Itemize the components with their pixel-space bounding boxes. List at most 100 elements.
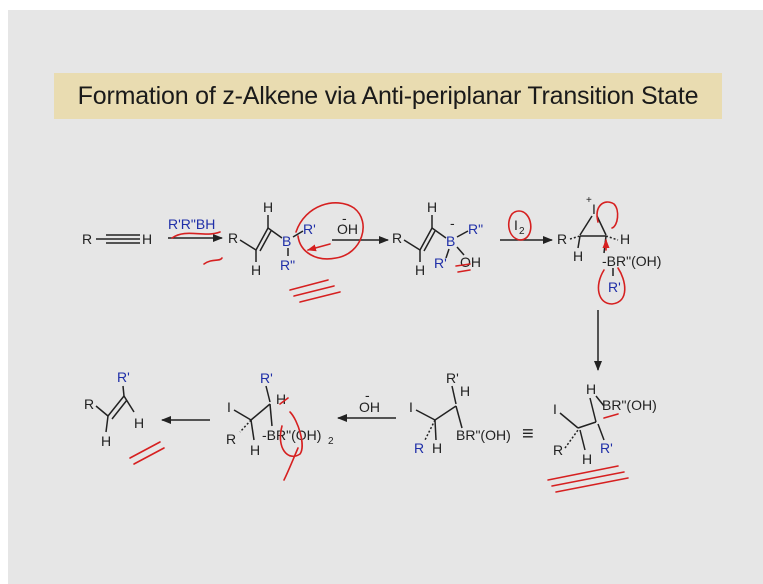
vinylborane-molecule: R H H B R' R": [228, 199, 316, 278]
rotated-conformer-molecule: R' H I BR"(OH) R H: [409, 370, 511, 456]
alkyne-h-label: H: [142, 231, 152, 247]
bc-b-bond: [269, 403, 273, 427]
rc-r1-label: R': [446, 370, 459, 386]
iodonium-molecule: I + R H H -BR"(OH) R': [557, 195, 661, 295]
rc-h-lower: H: [432, 440, 442, 456]
bc-b-subscript: 2: [328, 436, 334, 447]
iodonium-h-bond-right: [605, 235, 619, 241]
arrow-hydroboration: R'R"BH: [168, 216, 223, 242]
alkyne-r-label: R: [82, 231, 92, 247]
bc-i-bond: [233, 409, 252, 421]
borate-h-upper: H: [427, 199, 437, 215]
borate-r1-label: R': [434, 255, 447, 271]
vinylborane-double-bond-a: [255, 227, 269, 251]
bc-r-label: R: [226, 431, 236, 447]
ap-h-top: H: [586, 381, 596, 397]
borate-minus-charge: -: [450, 215, 455, 231]
bc-b-group: -BR"(OH): [262, 427, 321, 443]
bc-h-lower: H: [250, 442, 260, 458]
hydroxide-1-minus: -: [342, 210, 347, 226]
iodonium-r-bond: [569, 235, 581, 240]
red-annotations: [129, 201, 629, 493]
iodonium-r-label: R: [557, 231, 567, 247]
alkene-r1-bond: [122, 385, 125, 397]
annotation-bc-mark: [279, 397, 289, 405]
borate-cb-bond: [431, 227, 447, 239]
annotation-underline-ap: [547, 465, 629, 493]
rc-i-label: I: [409, 399, 413, 415]
vinylborane-cb-bond: [267, 227, 283, 239]
borate-br2-bond: [456, 230, 469, 238]
rc-b-bond: [455, 405, 463, 429]
iodonium-r1-label: R': [608, 279, 621, 295]
rc-h-bond-lower: [434, 419, 437, 441]
borate-r-bond: [403, 239, 421, 251]
rc-i-bond: [415, 409, 436, 421]
borate-double-bond-b: [423, 230, 436, 252]
vinylborane-h-lower: H: [251, 262, 261, 278]
reagent-borane-label: R'R"BH: [168, 216, 215, 232]
vinylborane-h-upper: H: [263, 199, 273, 215]
equivalence-symbol: ≡: [522, 423, 534, 445]
annotation-underline-vinylborane: [289, 279, 341, 303]
hydroxide-1-label: OH: [337, 221, 358, 237]
alkene-r-bond: [95, 405, 109, 417]
ap-r1-bond: [597, 423, 605, 441]
anti-periplanar-molecule: H BR"(OH) I R H R': [553, 381, 657, 467]
iodonium-h-bond-left: [577, 235, 581, 249]
borate-h-lower: H: [415, 262, 425, 278]
bc-r-bond: [239, 419, 252, 433]
ap-r-bond: [564, 429, 579, 449]
alkene-h-lower: H: [101, 433, 111, 449]
z-alkene-molecule: R' R H H: [84, 369, 144, 449]
annotation-ap-mark: [603, 413, 619, 419]
vinylborane-r2-label: R": [280, 257, 295, 273]
borate-r2-label: R": [468, 221, 483, 237]
iodonium-i-c1-bond: [579, 215, 593, 236]
alkene-h-bond-right: [123, 395, 135, 413]
annotation-hydroxide-circle: [295, 201, 364, 260]
annotation-iodine-circle: [507, 210, 532, 241]
borate-oh-bond: [456, 246, 465, 256]
alkene-double-bond-a: [107, 395, 125, 417]
vinylborane-b-label: B: [282, 233, 291, 249]
hydroxide-2-minus: -: [365, 387, 370, 403]
iodonium-h-left: H: [573, 248, 583, 264]
borate-b-label: B: [446, 233, 455, 249]
borate-r-label: R: [392, 230, 402, 246]
vinylborane-r-label: R: [228, 230, 238, 246]
alkyne-molecule: R H: [82, 231, 152, 247]
rc-r-bond: [424, 419, 436, 441]
ap-r1-label: R': [600, 440, 613, 456]
borate-br1-bond: [445, 248, 450, 259]
vinylborane-r-bond: [239, 239, 257, 251]
annotation-dash-1: [203, 257, 223, 265]
iodonium-h-right: H: [620, 231, 630, 247]
rc-b-group: BR"(OH): [456, 427, 511, 443]
annotation-iodonium-r1-loop: [597, 267, 626, 305]
arrow-hydroxide-2: - OH: [337, 387, 396, 422]
alkene-h-right: H: [134, 415, 144, 431]
alkene-double-bond-b: [111, 399, 128, 420]
bc-r1-bond: [265, 385, 271, 403]
ap-cc-upper: [589, 397, 597, 423]
bc-i-label: I: [227, 399, 231, 415]
alkene-r1-label: R': [117, 369, 130, 385]
vinylborane-double-bond-b: [259, 230, 272, 252]
annotation-arrow1-scribble: [171, 231, 221, 239]
ap-b-bond: [595, 395, 605, 407]
rc-cc-bond: [434, 405, 457, 421]
borate-oh-label: OH: [460, 254, 481, 270]
rc-h-top: H: [460, 383, 470, 399]
annotation-boronate-loop: [279, 411, 303, 457]
ap-i-label: I: [553, 401, 557, 417]
bc-cc-bond: [250, 403, 271, 421]
vinylborane-br1-bond: [292, 230, 304, 238]
annotation-attack-arrow: [307, 243, 331, 252]
vinylborane-r1-label: R': [303, 221, 316, 237]
boronate-complex-molecule: R' H I -BR"(OH) 2 R H: [226, 370, 334, 458]
bc-r1-label: R': [260, 370, 273, 386]
iodonium-plus-charge: +: [586, 195, 592, 206]
